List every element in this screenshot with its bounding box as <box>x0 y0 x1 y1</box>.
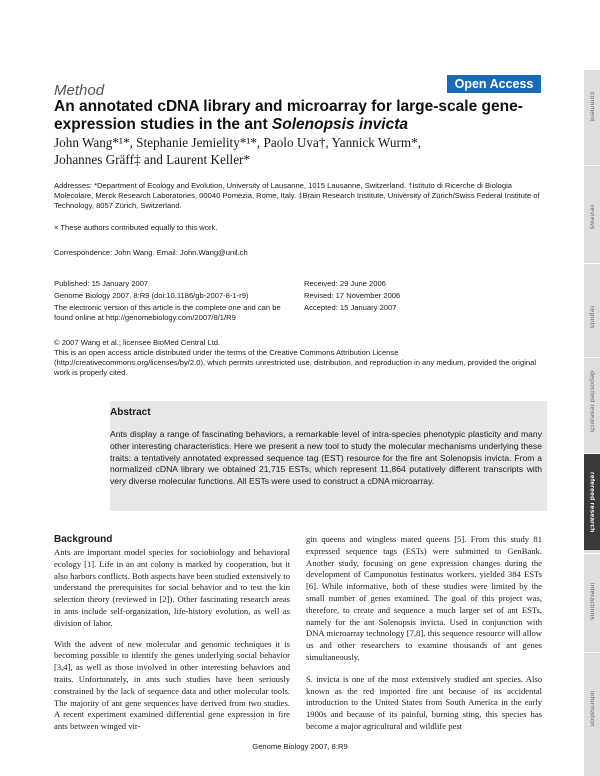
open-access-badge[interactable]: Open Access <box>447 75 541 93</box>
section-sidebar: comment reviews reports deposited resear… <box>584 70 600 776</box>
title-text: An annotated cDNA library and microarray… <box>54 98 523 133</box>
sidebar-tab-refereed-research[interactable]: refereed research <box>584 454 600 550</box>
body-column-right: gin queens and wingless mated queens [5]… <box>306 534 542 743</box>
section-label: Method <box>54 82 105 99</box>
paragraph: Ants are important model species for soc… <box>54 547 290 628</box>
sidebar-tab-comment[interactable]: comment <box>588 92 596 122</box>
sidebar-divider <box>584 652 600 653</box>
article-title: An annotated cDNA library and microarray… <box>54 98 544 134</box>
sidebar-tab-deposited-research[interactable]: deposited research <box>588 371 596 433</box>
paragraph: S. invicta is one of the most extensivel… <box>306 673 542 731</box>
sidebar-tab-information[interactable]: information <box>588 691 596 727</box>
paragraph: With the advent of new molecular and gen… <box>54 638 290 732</box>
citation: Genome Biology 2007, 8:R9 (doi:10.1186/g… <box>54 291 249 300</box>
abstract-box: Abstract Ants display a range of fascina… <box>110 401 547 511</box>
sidebar-tab-interactions[interactable]: interactions <box>588 583 596 621</box>
correspondence: Correspondence: John Wang. Email: John.W… <box>54 248 248 257</box>
revised-date: Revised: 17 November 2006 <box>304 291 401 300</box>
publication-info: Published: 15 January 2007 Genome Biolog… <box>54 279 294 325</box>
sidebar-divider <box>584 357 600 358</box>
equal-contribution-note: × These authors contributed equally to t… <box>54 223 218 232</box>
copyright: © 2007 Wang et al.; licensee BioMed Cent… <box>54 338 221 347</box>
sidebar-divider <box>584 553 600 554</box>
electronic-note[interactable]: The electronic version of this article i… <box>54 303 281 322</box>
addresses: Addresses: *Department of Ecology and Ev… <box>54 181 540 210</box>
sidebar-divider <box>584 263 600 264</box>
author-line: John Wang*¹*, Stephanie Jemielity*¹*, Pa… <box>54 135 421 150</box>
license-block: © 2007 Wang et al.; licensee BioMed Cent… <box>54 338 544 378</box>
page-footer: Genome Biology 2007, 8:R9 <box>252 742 348 751</box>
sidebar-divider <box>584 165 600 166</box>
paragraph: gin queens and wingless mated queens [5]… <box>306 534 542 662</box>
abstract-text: Ants display a range of fascinating beha… <box>110 429 542 487</box>
body-column-left: Ants are important model species for soc… <box>54 547 290 742</box>
received-date: Received: 29 June 2006 <box>304 279 386 288</box>
sidebar-tab-reviews[interactable]: reviews <box>588 204 596 230</box>
author-line: Johannes Gräff‡ and Laurent Keller* <box>54 152 251 167</box>
background-heading: Background <box>54 534 113 545</box>
abstract-heading: Abstract <box>110 407 151 418</box>
published-date: Published: 15 January 2007 <box>54 279 149 288</box>
accepted-date: Accepted: 15 January 2007 <box>304 303 397 312</box>
author-list: John Wang*¹*, Stephanie Jemielity*¹*, Pa… <box>54 134 524 168</box>
history-dates: Received: 29 June 2006 Revised: 17 Novem… <box>304 279 484 315</box>
license-text: This is an open access article distribut… <box>54 348 537 377</box>
title-species: Solenopsis invicta <box>271 116 409 133</box>
sidebar-divider <box>584 453 600 454</box>
sidebar-tab-reports[interactable]: reports <box>588 305 596 329</box>
